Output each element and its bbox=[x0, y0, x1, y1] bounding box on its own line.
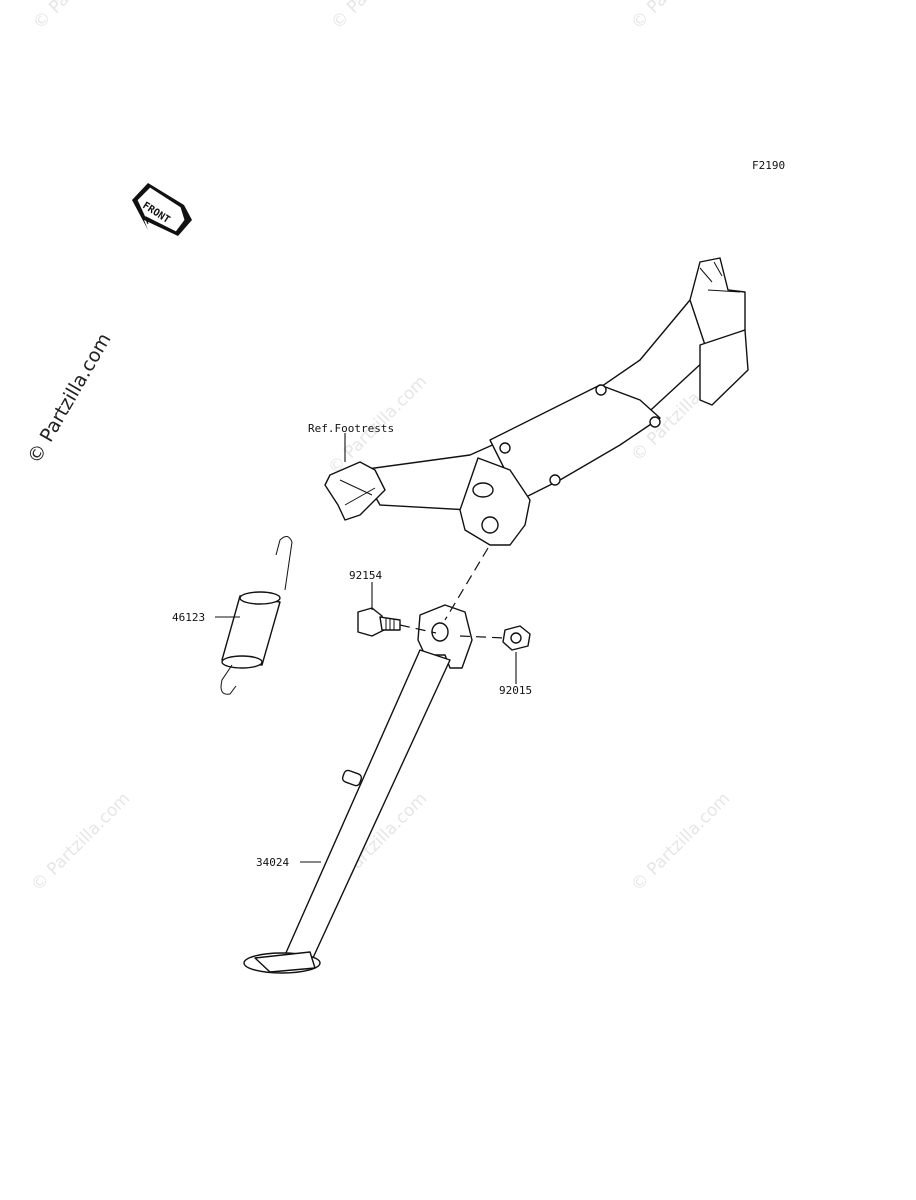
watermark: © Partzilla.com bbox=[627, 0, 734, 34]
callout-ref-footrests: Ref.Footrests bbox=[308, 422, 394, 435]
nut-drawing bbox=[502, 625, 531, 651]
alignment-line bbox=[399, 624, 437, 634]
footrest-frame-drawing bbox=[324, 257, 749, 546]
callout-92015: 92015 bbox=[499, 684, 532, 697]
watermark-main: © Partzilla.com bbox=[23, 330, 115, 468]
callout-34024: 34024 bbox=[256, 856, 289, 869]
watermark: © Partzilla.com bbox=[327, 0, 434, 34]
callout-92154: 92154 bbox=[349, 569, 382, 582]
watermark: © Partzilla.com bbox=[627, 789, 734, 896]
watermark: © Partzilla.com bbox=[27, 789, 134, 896]
diagram-code: F2190 bbox=[752, 159, 785, 172]
callout-46123: 46123 bbox=[172, 611, 205, 624]
watermark: © Partzilla.com bbox=[29, 0, 136, 34]
side-stand-drawing bbox=[243, 604, 473, 974]
alignment-line bbox=[459, 635, 506, 639]
front-direction-arrow-icon: FRONT bbox=[132, 183, 192, 236]
pivot-bolt-drawing bbox=[357, 607, 401, 637]
return-spring-drawing bbox=[220, 536, 293, 695]
alignment-line bbox=[444, 547, 489, 621]
